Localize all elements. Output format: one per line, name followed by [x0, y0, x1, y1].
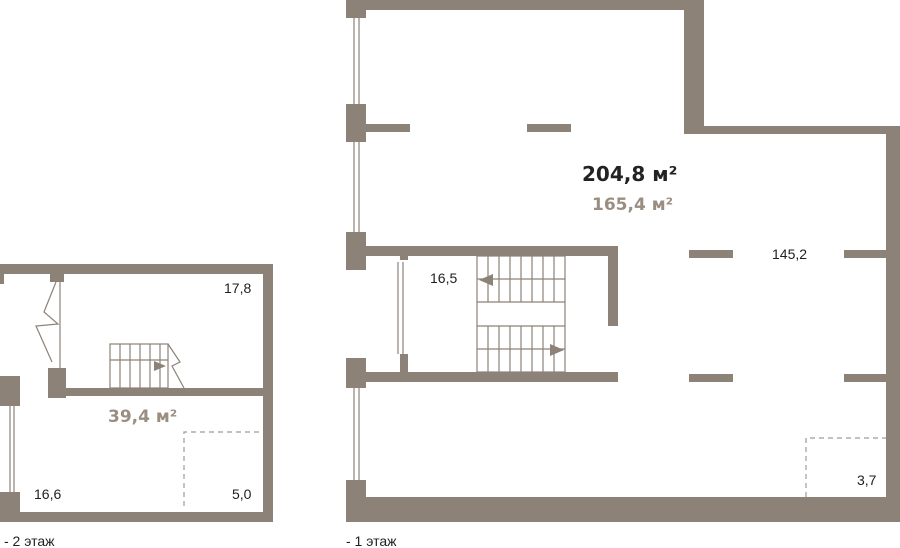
wall [366, 246, 618, 256]
stair-break [167, 343, 185, 389]
wall [0, 264, 4, 284]
floor-minus1-plan [346, 0, 900, 522]
floor-minus2-plan [0, 264, 273, 522]
staircase [109, 343, 185, 389]
wall [346, 480, 366, 522]
wall [844, 374, 888, 382]
stair-arrow-right-icon [550, 344, 564, 356]
wall [0, 512, 273, 522]
wall [608, 246, 618, 326]
wall [263, 388, 264, 396]
wall [366, 124, 410, 132]
floor-total-area: 204,8 м² [582, 162, 677, 186]
staircase [476, 255, 566, 373]
wall [346, 358, 366, 388]
dashed-zone [183, 431, 263, 506]
wall [684, 0, 704, 130]
wall [527, 124, 571, 132]
stair-arrow-icon [154, 361, 166, 371]
wall [346, 232, 366, 270]
wall [366, 372, 618, 382]
wall [886, 126, 900, 522]
door-swing [35, 281, 60, 363]
wall [400, 256, 408, 260]
floor-caption: - 1 этаж [346, 533, 397, 548]
room-area-label: 17,8 [224, 280, 251, 296]
room-area-label: 16,6 [34, 486, 61, 502]
wall [346, 0, 704, 10]
wall [689, 374, 733, 382]
wall [0, 264, 273, 274]
room-area-label: 3,7 [857, 472, 877, 488]
wall [56, 388, 264, 396]
wall [844, 250, 888, 258]
wall [0, 492, 20, 522]
wall [400, 354, 408, 372]
stair-arrow-left-icon [479, 274, 493, 286]
wall [50, 274, 64, 282]
wall [0, 388, 20, 396]
wall [346, 497, 900, 522]
floor-total-area: 39,4 м² [108, 407, 177, 427]
dashed-zone [805, 437, 886, 497]
room-area-label: 16,5 [430, 270, 457, 286]
room-area-label: 5,0 [232, 486, 252, 502]
wall [263, 264, 273, 522]
wall [684, 126, 900, 134]
floor-living-area: 165,4 м² [592, 195, 673, 215]
room-area-label: 145,2 [772, 246, 807, 262]
wall [346, 0, 366, 18]
floor-caption: - 2 этаж [4, 533, 55, 548]
wall [346, 104, 366, 142]
wall [689, 250, 733, 258]
